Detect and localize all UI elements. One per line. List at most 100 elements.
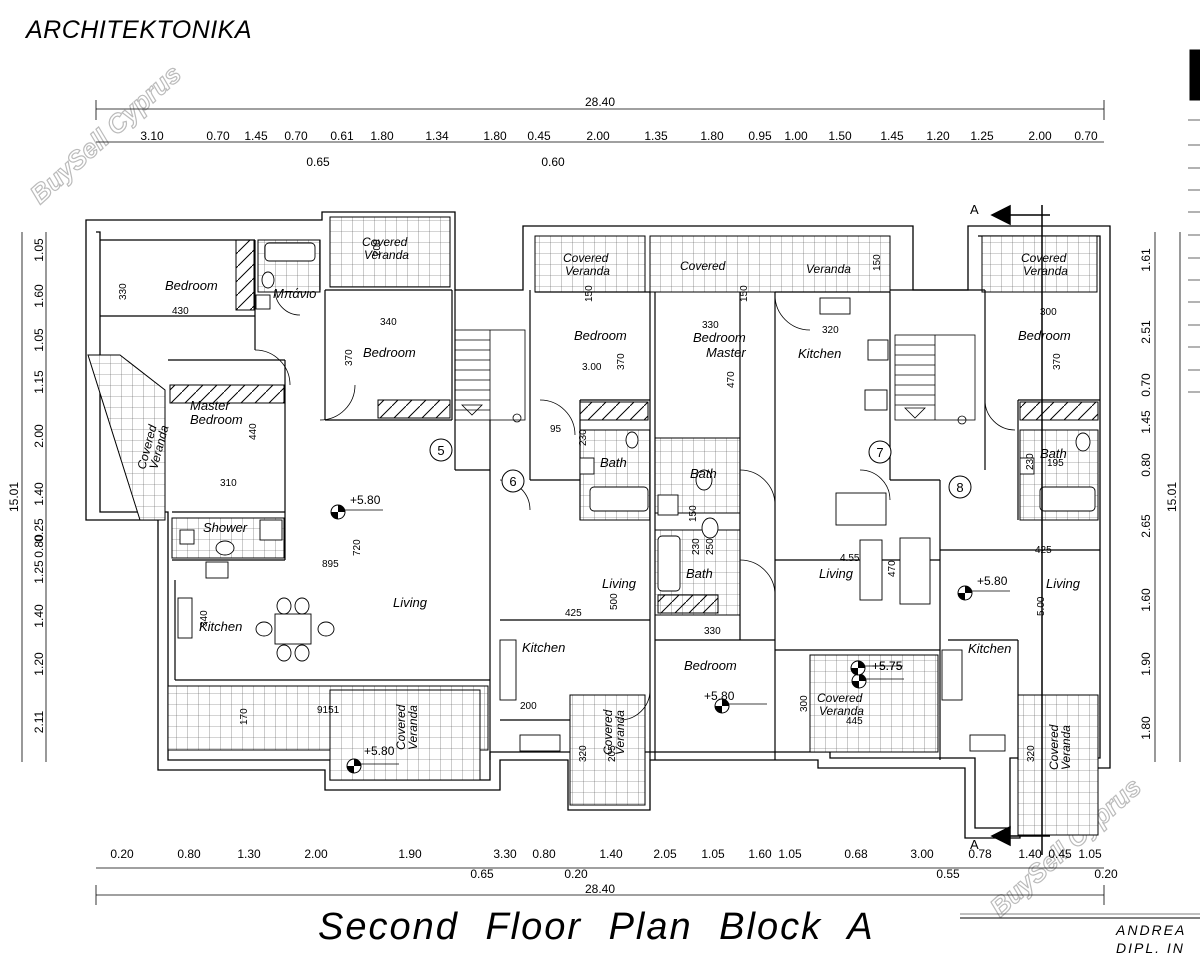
dimension-bottom: 1.05: [778, 847, 802, 861]
title-block-diploma: DIPL. IN: [1116, 940, 1185, 956]
fixtures: [177, 242, 1096, 752]
dimension-bottom: 2.05: [653, 847, 677, 861]
dimension-overall-top: 28.40: [585, 95, 615, 109]
room-label-r10: Bath: [600, 455, 627, 470]
svg-text:A: A: [970, 837, 979, 852]
plan-title: Second Floor Plan Block A: [318, 906, 875, 948]
dimension-bottom: 0.20: [110, 847, 134, 861]
room-dimension: 300: [799, 695, 810, 712]
dimension-lines: [21, 100, 1181, 905]
room-label-r19: Living: [819, 566, 854, 581]
wardrobes: [169, 239, 1099, 614]
room-dimension: 500: [609, 593, 620, 610]
dimension-bottom: 0.80: [532, 847, 556, 861]
level-marker: [851, 673, 904, 689]
dimension-bottom: 3.30: [493, 847, 517, 861]
room-labels: BedroomΜπάνιοBedroomMasterBedroomShowerK…: [165, 278, 1081, 673]
dimension-bottom: 1.40: [599, 847, 623, 861]
room-label-r13: Bedroom: [693, 330, 746, 345]
dimension-left: 2.00: [32, 424, 46, 448]
section-labels: A A: [970, 202, 979, 852]
dimension-bottom: 3.00: [910, 847, 934, 861]
stair-number: 6: [509, 474, 516, 489]
room-label-r1: Bedroom: [165, 278, 218, 293]
stair-number-circle: [868, 440, 892, 464]
room-label-r2: Μπάνιο: [273, 286, 316, 301]
dimension-left: 1.25: [32, 560, 46, 584]
dimension-bottom: 0.45: [1048, 847, 1072, 861]
dimension-top: 0.70: [1074, 129, 1098, 143]
dimension-top-sub: 0.60: [541, 155, 565, 169]
dimension-right: 1.90: [1139, 652, 1153, 676]
dimension-right: 2.51: [1139, 320, 1153, 344]
dimension-left: 1.60: [32, 284, 46, 308]
dimension-bottom: 1.30: [237, 847, 261, 861]
room-dimension: 150: [739, 285, 750, 302]
dimension-right: 0.80: [1139, 453, 1153, 477]
dimension-top: 1.80: [483, 129, 507, 143]
level-marker: [714, 698, 767, 714]
room-dimension: 150: [872, 254, 883, 271]
room-dimension: 320: [1026, 745, 1037, 762]
room-dimension: 425: [1035, 545, 1052, 556]
room-dimension: 440: [248, 423, 259, 440]
room-label-r16: Bath: [686, 566, 713, 581]
room-label-r8: Living: [393, 595, 428, 610]
room-dimension: 330: [704, 626, 721, 637]
room-label-r21: Bath: [1040, 446, 1067, 461]
room-dimension: 320: [822, 325, 839, 336]
dimension-bottom: 1.60: [748, 847, 772, 861]
room-label-r5: Bedroom: [190, 412, 243, 427]
veranda-label-v10: Covered: [1047, 724, 1061, 770]
room-dimension: 200: [372, 239, 383, 256]
dimension-left: 1.20: [32, 652, 46, 676]
room-label-r4: Master: [190, 398, 230, 413]
room-dimension: 195: [1047, 458, 1064, 469]
level-marker: [957, 585, 1010, 601]
room-label-r14: Master: [706, 345, 746, 360]
dimension-top: 1.00: [784, 129, 808, 143]
dimension-top-sub: 0.65: [306, 155, 330, 169]
dimension-left: 1.40: [32, 604, 46, 628]
dimension-bottom: 0.80: [177, 847, 201, 861]
level-value: +5.80: [350, 493, 381, 507]
room-dimension: 430: [172, 306, 189, 317]
dimension-top: 0.70: [206, 129, 230, 143]
level-value: +5.80: [704, 689, 735, 703]
dimension-top: 1.45: [880, 129, 904, 143]
firm-name: ARCHITEKTONIKA: [26, 16, 253, 44]
title-block-name: ANDREA: [1116, 922, 1187, 938]
room-dimension: 720: [352, 539, 363, 556]
room-label-r20: Bedroom: [1018, 328, 1071, 343]
room-dimension: 445: [846, 716, 863, 727]
level-marker: [330, 504, 383, 520]
dimension-top: 1.80: [700, 129, 724, 143]
dimension-bottom-sub: 0.20: [564, 867, 588, 881]
stair-number-circle: [501, 469, 525, 493]
room-dimension: 230: [1025, 453, 1036, 470]
room-label-r22: Living: [1046, 576, 1081, 591]
interior-walls: [100, 239, 1100, 760]
room-dimension: 370: [344, 349, 355, 366]
veranda-label-v3: Covered: [680, 259, 726, 273]
room-label-r15: Bath: [690, 466, 717, 481]
stair-number-circle: [948, 475, 972, 499]
veranda-label-v8: Covered: [601, 709, 615, 755]
level-markers: +5.80+5.80+5.75+5.80+5.75+5.80: [330, 493, 1010, 774]
room-dimension: 370: [616, 353, 627, 370]
room-dimension: 370: [1052, 353, 1063, 370]
room-dimension: 230: [691, 538, 702, 555]
level-value: +5.75: [872, 659, 903, 673]
dimension-left: 1.05: [32, 328, 46, 352]
dimension-top: 2.00: [586, 129, 610, 143]
room-label-r12: Kitchen: [522, 640, 565, 655]
dimension-right: 1.60: [1139, 588, 1153, 612]
veranda-label-v10: Veranda: [1059, 725, 1073, 770]
room-dimension: 205: [607, 745, 618, 762]
dimension-left: 1.40: [32, 482, 46, 506]
room-dimension: 425: [565, 608, 582, 619]
dimension-top: 0.70: [284, 129, 308, 143]
dimension-bottom: 2.00: [304, 847, 328, 861]
veranda-label-v7: Covered: [394, 704, 408, 750]
